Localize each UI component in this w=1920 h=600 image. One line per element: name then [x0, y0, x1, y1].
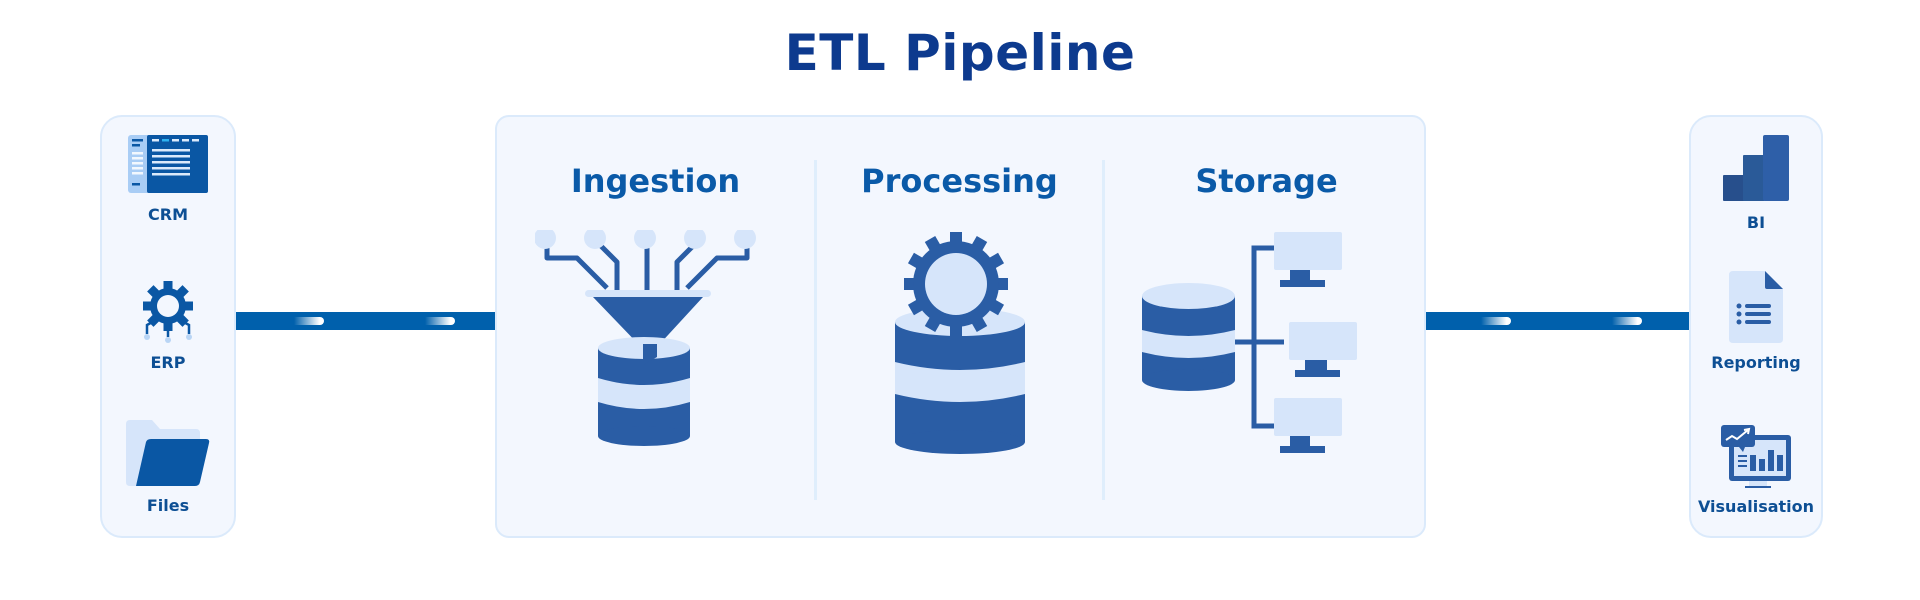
output-item-bi[interactable]: BI: [1691, 135, 1821, 232]
stage-processing[interactable]: Processing: [817, 117, 1102, 536]
bar-chart-icon: [1723, 135, 1789, 201]
source-item-erp[interactable]: ERP: [102, 279, 234, 372]
source-label-erp: ERP: [150, 353, 186, 372]
source-item-files[interactable]: Files: [102, 420, 234, 515]
stage-title-ingestion: Ingestion: [570, 162, 741, 200]
output-item-visualisation[interactable]: Visualisation: [1691, 425, 1821, 516]
output-item-reporting[interactable]: Reporting: [1691, 271, 1821, 372]
flow-connector-sources-to-pipeline: [236, 312, 495, 330]
sources-panel: CRM: [100, 115, 236, 538]
gear-network-icon: [143, 281, 193, 343]
stage-divider: [814, 160, 817, 500]
flow-connector-pipeline-to-outputs: [1426, 312, 1689, 330]
document-list-icon: [1729, 271, 1783, 343]
source-item-crm[interactable]: CRM: [102, 135, 234, 224]
output-label-bi: BI: [1746, 213, 1766, 232]
flow-pulse: [294, 317, 324, 325]
funnel-database-icon: [535, 230, 756, 446]
database-network-icon: [1142, 232, 1357, 453]
crm-window-icon: [128, 135, 208, 193]
source-label-files: Files: [146, 496, 190, 515]
flow-pulse: [1612, 317, 1642, 325]
stage-title-processing: Processing: [861, 162, 1058, 200]
stage-divider: [1102, 160, 1105, 500]
stage-storage[interactable]: Storage: [1105, 117, 1428, 536]
flow-pulse: [1481, 317, 1511, 325]
flow-pulse: [425, 317, 455, 325]
page-title: ETL Pipeline: [784, 24, 1136, 82]
output-label-visualisation: Visualisation: [1697, 497, 1815, 516]
folder-icon: [126, 420, 210, 486]
gear-database-icon: [895, 232, 1025, 454]
stage-title-storage: Storage: [1195, 162, 1338, 200]
source-label-crm: CRM: [148, 205, 188, 224]
monitor-chart-icon: [1721, 425, 1791, 488]
pipeline-panel: Ingestion: [495, 115, 1426, 538]
outputs-panel: BI Reporting: [1689, 115, 1823, 538]
output-label-reporting: Reporting: [1711, 353, 1801, 372]
stage-ingestion[interactable]: Ingestion: [497, 117, 814, 536]
